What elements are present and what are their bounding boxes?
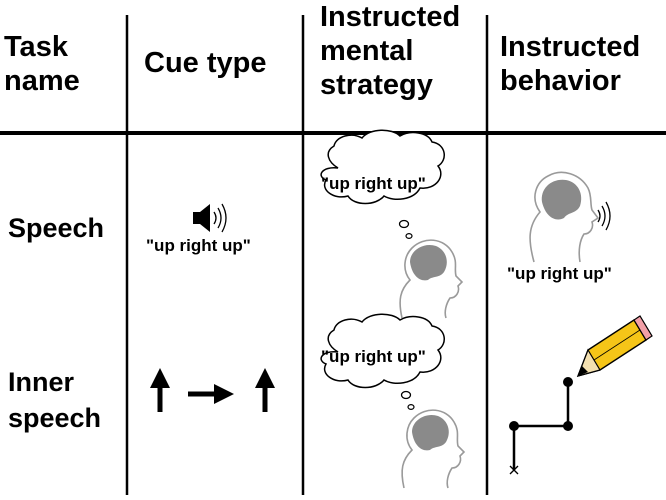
- header-behavior: Instructed behavior: [500, 31, 641, 97]
- header-task-name: Task name: [4, 31, 80, 97]
- cue-text: "up right up": [146, 236, 251, 255]
- behavior-text-speech: "up right up": [507, 264, 612, 283]
- row-label-inner-speech: Inner speech: [8, 367, 102, 433]
- arrow-up-icon: [150, 368, 170, 412]
- row-label-speech: Speech: [8, 213, 105, 243]
- header-cue-type: Cue type: [144, 47, 267, 79]
- thought-text-speech: "up right up": [321, 174, 426, 193]
- start-marker-icon: [509, 465, 519, 475]
- arrow-right-icon: [188, 384, 234, 404]
- header-mental-strategy: Instructed mental strategy: [320, 1, 461, 101]
- thought-text-inner-speech: "up right up": [321, 347, 426, 366]
- arrow-up-icon: [255, 368, 275, 412]
